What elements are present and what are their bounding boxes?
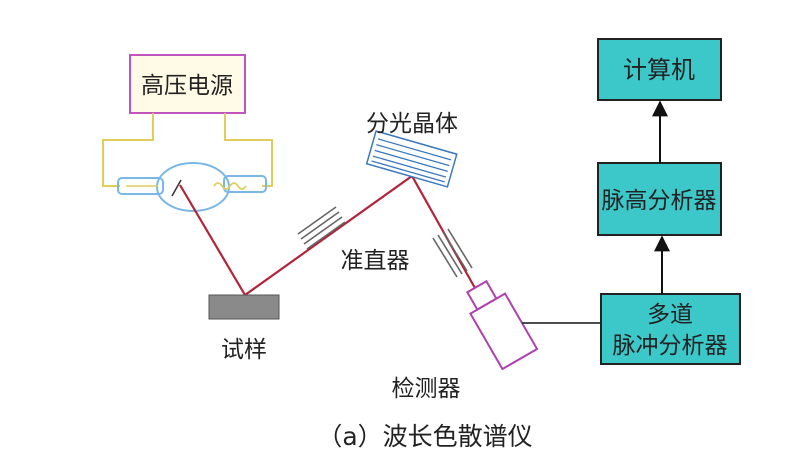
power-wires (102, 113, 273, 187)
collimator-label: 准直器 (341, 248, 410, 274)
multichannel-pulse-analyzer: 多道 脉冲分析器 (600, 293, 741, 365)
detector (465, 279, 539, 371)
pulse-height-analyzer-box (597, 162, 722, 236)
detector-label: 检测器 (392, 376, 461, 402)
detector-body (469, 292, 539, 371)
tube-bulb (156, 162, 230, 212)
figure-caption: （a）波长色散谱仪 (317, 422, 532, 451)
crystal-body (365, 130, 458, 188)
collimator-source (297, 206, 346, 250)
crystal-label: 分光晶体 (366, 111, 458, 137)
pulse-height-analyzer: 脉高分析器 (597, 162, 722, 236)
computer-label: 计算机 (623, 56, 695, 84)
xray-tube (117, 162, 267, 212)
collimator-detector (432, 228, 473, 278)
computer: 计算机 (597, 38, 722, 101)
sample-label: 试样 (221, 337, 267, 363)
power-supply-box (129, 54, 246, 114)
analyzing-crystal: 分光晶体 (365, 111, 458, 188)
tube-left-arm (117, 177, 164, 195)
sample: 试样 (208, 294, 280, 363)
pulse-height-analyzer-label: 脉高分析器 (602, 188, 717, 214)
multichannel-label-line2: 脉冲分析器 (613, 333, 728, 359)
tube-anode (171, 179, 182, 197)
power-supply: 高压电源 (129, 54, 246, 114)
tube-right-arm (223, 175, 267, 193)
multichannel-analyzer-box (600, 293, 741, 365)
computer-box (597, 38, 722, 101)
power-supply-label: 高压电源 (141, 73, 233, 99)
sample-block (208, 294, 280, 320)
xray-beam (179, 174, 481, 298)
multichannel-label-line1: 多道 (647, 302, 693, 328)
